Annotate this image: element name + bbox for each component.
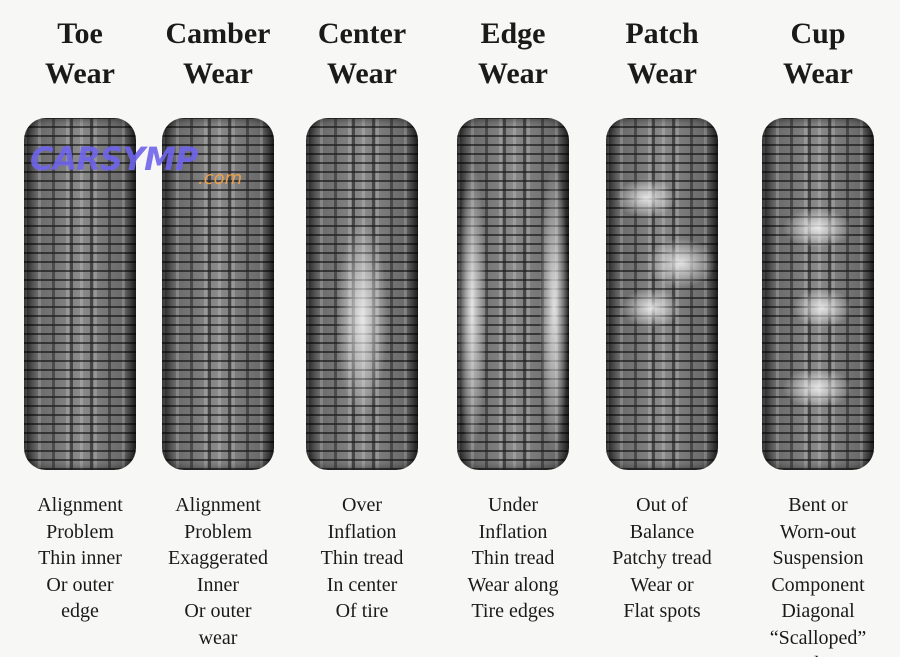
title-line: Wear	[627, 57, 697, 90]
description-line: Suspension	[772, 547, 864, 569]
title-line: Wear	[45, 57, 115, 90]
title-line: Wear	[478, 57, 548, 90]
tread-groove	[90, 118, 93, 470]
tread-groove	[334, 118, 337, 470]
title-line: Edge	[480, 17, 546, 50]
description-line: Inflation	[478, 520, 548, 543]
tread-groove	[390, 118, 393, 470]
title-line: Camber	[165, 17, 271, 50]
description-line: Out of	[636, 494, 688, 516]
description-line: Alignment	[175, 494, 261, 516]
tire-toe-image	[24, 118, 136, 470]
title-line: Wear	[783, 57, 853, 90]
description-line: Of tire	[335, 600, 389, 622]
tread-groove	[503, 118, 506, 470]
worn-area	[792, 288, 852, 328]
description-line: Alignment	[37, 494, 123, 516]
description-line: Patchy tread	[612, 547, 712, 569]
worn-area	[621, 288, 681, 328]
tread-groove	[228, 118, 231, 470]
worn-area	[336, 218, 388, 418]
description-line: Worn-out	[779, 520, 857, 543]
title-line: Patch	[625, 17, 699, 50]
description-line: Problem	[184, 520, 252, 543]
tire-center-image	[306, 118, 418, 470]
title-line: Wear	[183, 57, 253, 90]
tread-groove	[190, 118, 193, 470]
worn-area	[616, 178, 676, 218]
tread-groove	[208, 118, 211, 470]
description-line: Tread wear	[743, 651, 893, 657]
tread-groove	[790, 118, 793, 470]
tread-groove	[523, 118, 526, 470]
description-line: Over	[342, 494, 382, 516]
description-line: Inflation	[327, 520, 397, 543]
description-line: wear	[198, 626, 238, 649]
description-line: Exaggerated	[168, 547, 268, 569]
worn-area	[782, 208, 852, 248]
tire-camber-image	[162, 118, 274, 470]
tire-edge-image	[457, 118, 569, 470]
description-line: Diagonal	[781, 600, 855, 622]
description-line: edge	[61, 600, 99, 622]
tread-groove	[70, 118, 73, 470]
title-line: Center	[317, 17, 407, 50]
description-line: Balance	[629, 520, 695, 543]
title-line: Cup	[790, 17, 846, 50]
tread-groove	[52, 118, 55, 470]
tire-cup-image	[762, 118, 874, 470]
description-line: Or outer	[46, 573, 114, 596]
description-line: Under	[488, 494, 538, 516]
worn-area	[539, 158, 569, 458]
description-line: Flat spots	[623, 600, 701, 622]
description-line: Tire edges	[471, 600, 555, 622]
worn-area	[782, 368, 852, 408]
tread-groove	[108, 118, 111, 470]
description-line: “Scalloped”	[769, 626, 867, 649]
description-line: Inner	[196, 573, 240, 596]
description-line: Bent or	[788, 494, 848, 516]
description-line: Thin tread	[471, 547, 555, 569]
description-line: Or outer	[184, 600, 252, 622]
worn-area	[457, 158, 487, 458]
description-line: Thin inner	[38, 547, 122, 569]
tread-groove	[246, 118, 249, 470]
worn-area	[646, 238, 716, 288]
title-line: Wear	[327, 57, 397, 90]
description-line: Wear along	[467, 573, 559, 596]
tread-groove	[690, 118, 693, 470]
title-line: Toe	[57, 17, 103, 50]
description-line: Component	[771, 573, 865, 596]
description-line: In center	[326, 573, 398, 596]
description-line: Thin tread	[320, 547, 404, 569]
tire-patch-image	[606, 118, 718, 470]
description-line: Problem	[46, 520, 114, 543]
description-line: Wear or	[630, 573, 694, 596]
